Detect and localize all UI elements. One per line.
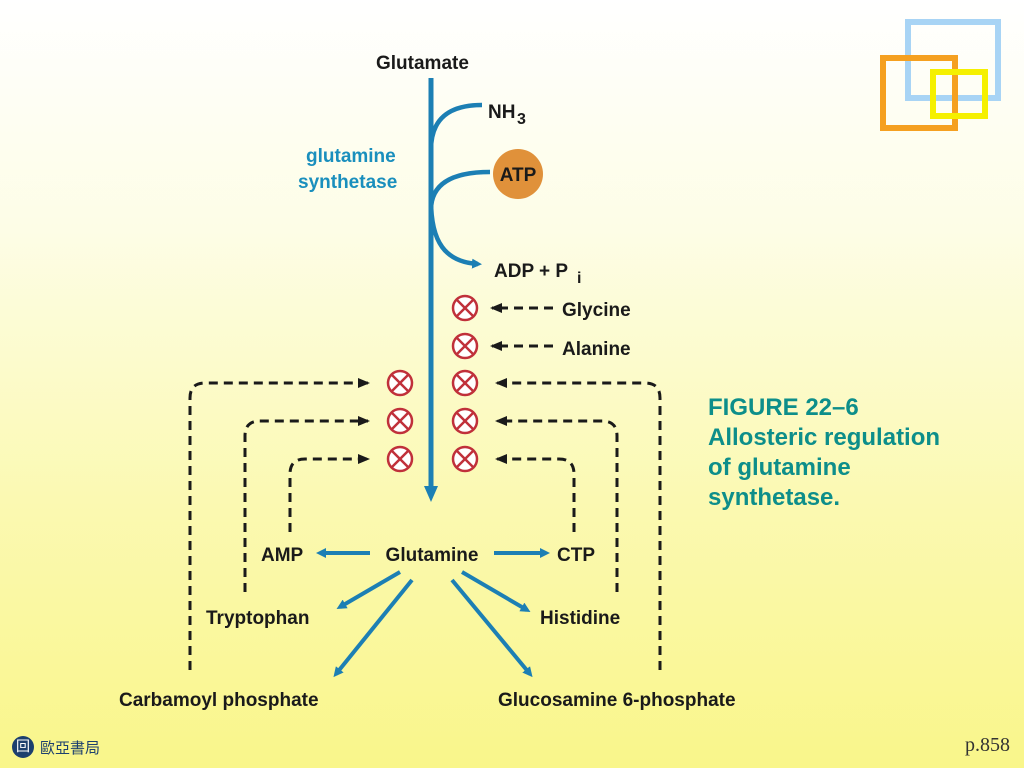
amp-feedback-dashed (288, 454, 370, 532)
publisher-logo-icon: 回 (12, 736, 34, 758)
atp-badge: ATP (493, 149, 543, 199)
inhibit-symbol-histidine (451, 407, 479, 435)
tryptophan-label: Tryptophan (206, 608, 309, 629)
ctp-feedback-dashed (495, 454, 576, 532)
caption-line-2: Allosteric regulation (708, 424, 941, 451)
inhibit-symbol-alanine (451, 332, 479, 360)
ctp-label: CTP (557, 545, 595, 566)
glucosamine-feedback-dashed (495, 378, 662, 670)
enzyme-label-line1: glutamine (306, 146, 396, 167)
atp-input-curve (428, 169, 491, 211)
nh3-subscript: 3 (517, 111, 526, 128)
deco-yellow-square (930, 69, 988, 119)
inhibit-symbol-tryptophan (386, 407, 414, 435)
glycine-label: Glycine (562, 300, 631, 321)
histidine-label: Histidine (540, 608, 620, 629)
deco-orange-square (880, 55, 958, 131)
inhibit-symbol-ctp (451, 445, 479, 473)
atp-circle (493, 149, 543, 199)
arrow-to-histidine (460, 570, 531, 613)
decorative-squares (880, 19, 1001, 131)
inhibit-symbol-amp (386, 445, 414, 473)
publisher-logo: 回 歐亞書局 (12, 736, 100, 758)
atp-text: ATP (500, 165, 537, 186)
substrate-label: Glutamate (376, 53, 469, 74)
tryptophan-feedback-dashed (243, 416, 370, 592)
adp-text: ADP + P (494, 261, 568, 282)
arrow-to-glucosamine (450, 578, 533, 678)
enzyme-label-line2: synthetase (298, 172, 397, 193)
arrow-to-tryptophan (336, 570, 402, 610)
arrow-to-carbamoyl (333, 578, 414, 678)
nh3-text: NH (488, 102, 515, 123)
adp-output-curve (428, 199, 482, 269)
nh3-input-curve (428, 102, 483, 151)
inhibit-symbol-glycine (451, 294, 479, 322)
inhibit-symbol-glucosamine (451, 369, 479, 397)
nh3-label: NH 3 (488, 102, 526, 128)
inhibit-symbol-carbamoyl (386, 369, 414, 397)
glucosamine-label: Glucosamine 6-phosphate (498, 690, 736, 711)
amp-label: AMP (261, 545, 304, 566)
alanine-label: Alanine (562, 339, 631, 360)
page-number: p.858 (965, 734, 1010, 756)
carbamoyl-phosphate-label: Carbamoyl phosphate (119, 690, 319, 711)
pi-subscript: i (577, 270, 581, 287)
publisher-name: 歐亞書局 (40, 738, 101, 757)
caption-line-1: FIGURE 22–6 (708, 394, 859, 421)
product-label: Glutamine (386, 545, 479, 566)
figure-caption: FIGURE 22–6 Allosteric regulation of glu… (708, 393, 1008, 513)
adp-label: ADP + P i (494, 261, 581, 287)
carbamoyl-feedback-dashed (188, 378, 370, 670)
histidine-feedback-dashed (495, 416, 619, 592)
caption-line-4: synthetase. (708, 484, 841, 511)
caption-line-3: of glutamine (708, 454, 851, 481)
